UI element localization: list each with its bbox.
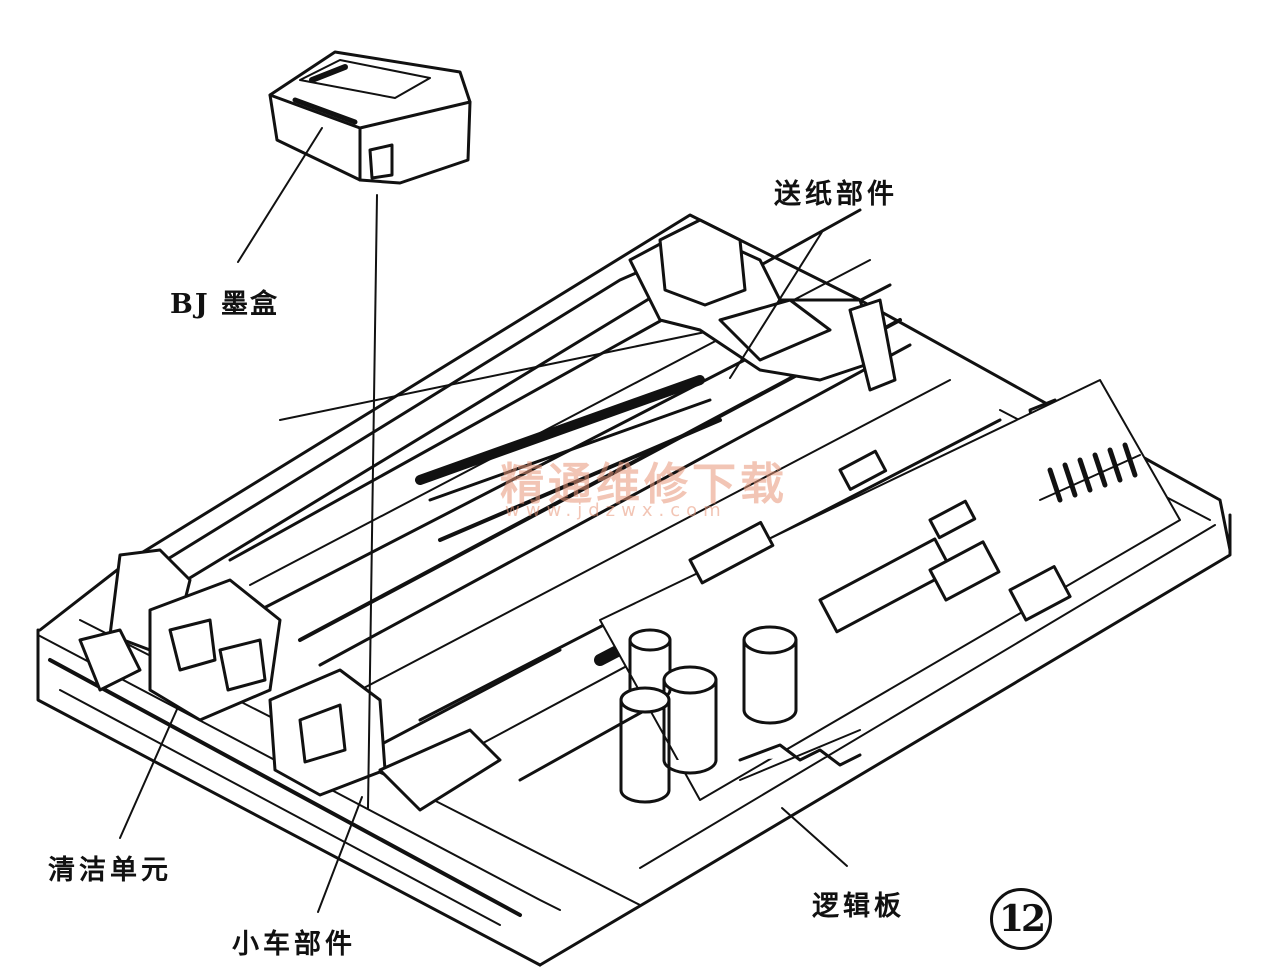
label-logic-board: 逻辑板 — [812, 891, 905, 922]
leader-line-paper-feed — [729, 231, 823, 379]
watermark-url: www.jdzwx.com — [505, 500, 727, 521]
cleaning-unit-drawing — [78, 548, 282, 722]
figure-number-badge: 12 — [990, 888, 1052, 950]
label-cleaning-unit: 清洁单元 — [48, 855, 172, 886]
watermark-text: 精通维修下载 — [500, 459, 788, 510]
leader-line-cartridge — [237, 127, 323, 263]
logic-board-drawing — [599, 379, 1181, 804]
label-cartridge: BJ 墨盒 — [170, 289, 279, 320]
bj-cartridge-drawing — [268, 50, 472, 185]
carriage-drawing — [268, 668, 502, 812]
label-paper-feed: 送纸部件 — [774, 179, 898, 210]
leader-lines — [119, 127, 848, 913]
paper-feed-mechanism-drawing — [628, 218, 1067, 462]
leader-line-carriage — [317, 796, 363, 913]
label-carriage: 小车部件 — [232, 929, 356, 960]
leader-line-logic-board — [781, 807, 848, 867]
leader-line-carriage-vertical — [367, 194, 378, 809]
leader-line-cleaning-unit — [119, 706, 179, 839]
